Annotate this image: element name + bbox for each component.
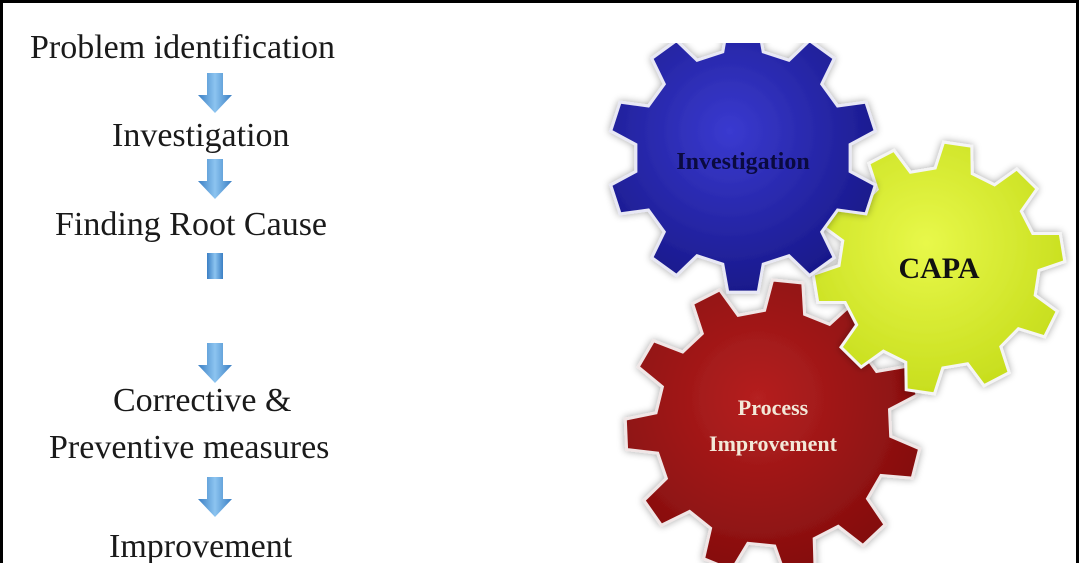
arrow-down-icon — [198, 73, 232, 113]
arrow-down-icon — [198, 477, 232, 517]
process-label-line2: Improvement — [709, 431, 838, 456]
arrow-down-icon — [198, 343, 232, 383]
process-label-line1: Process — [738, 395, 809, 420]
step-investigation: Investigation — [112, 117, 290, 154]
step-preventive-measures: Preventive measures — [49, 429, 330, 466]
step-finding-root-cause: Finding Root Cause — [55, 206, 328, 243]
gears-illustration: Process Improvement CAPA Investigation — [608, 43, 1067, 563]
arrow-down-icon — [198, 159, 232, 199]
investigation-gear — [608, 43, 878, 294]
step-problem-identification: Problem identification — [30, 29, 335, 66]
capa-label: CAPA — [898, 252, 979, 285]
step-corrective: Corrective & — [113, 382, 292, 419]
investigation-gear-label: Investigation — [676, 149, 809, 175]
step-improvement: Improvement — [109, 528, 293, 563]
arrow-stub-icon — [207, 253, 223, 279]
